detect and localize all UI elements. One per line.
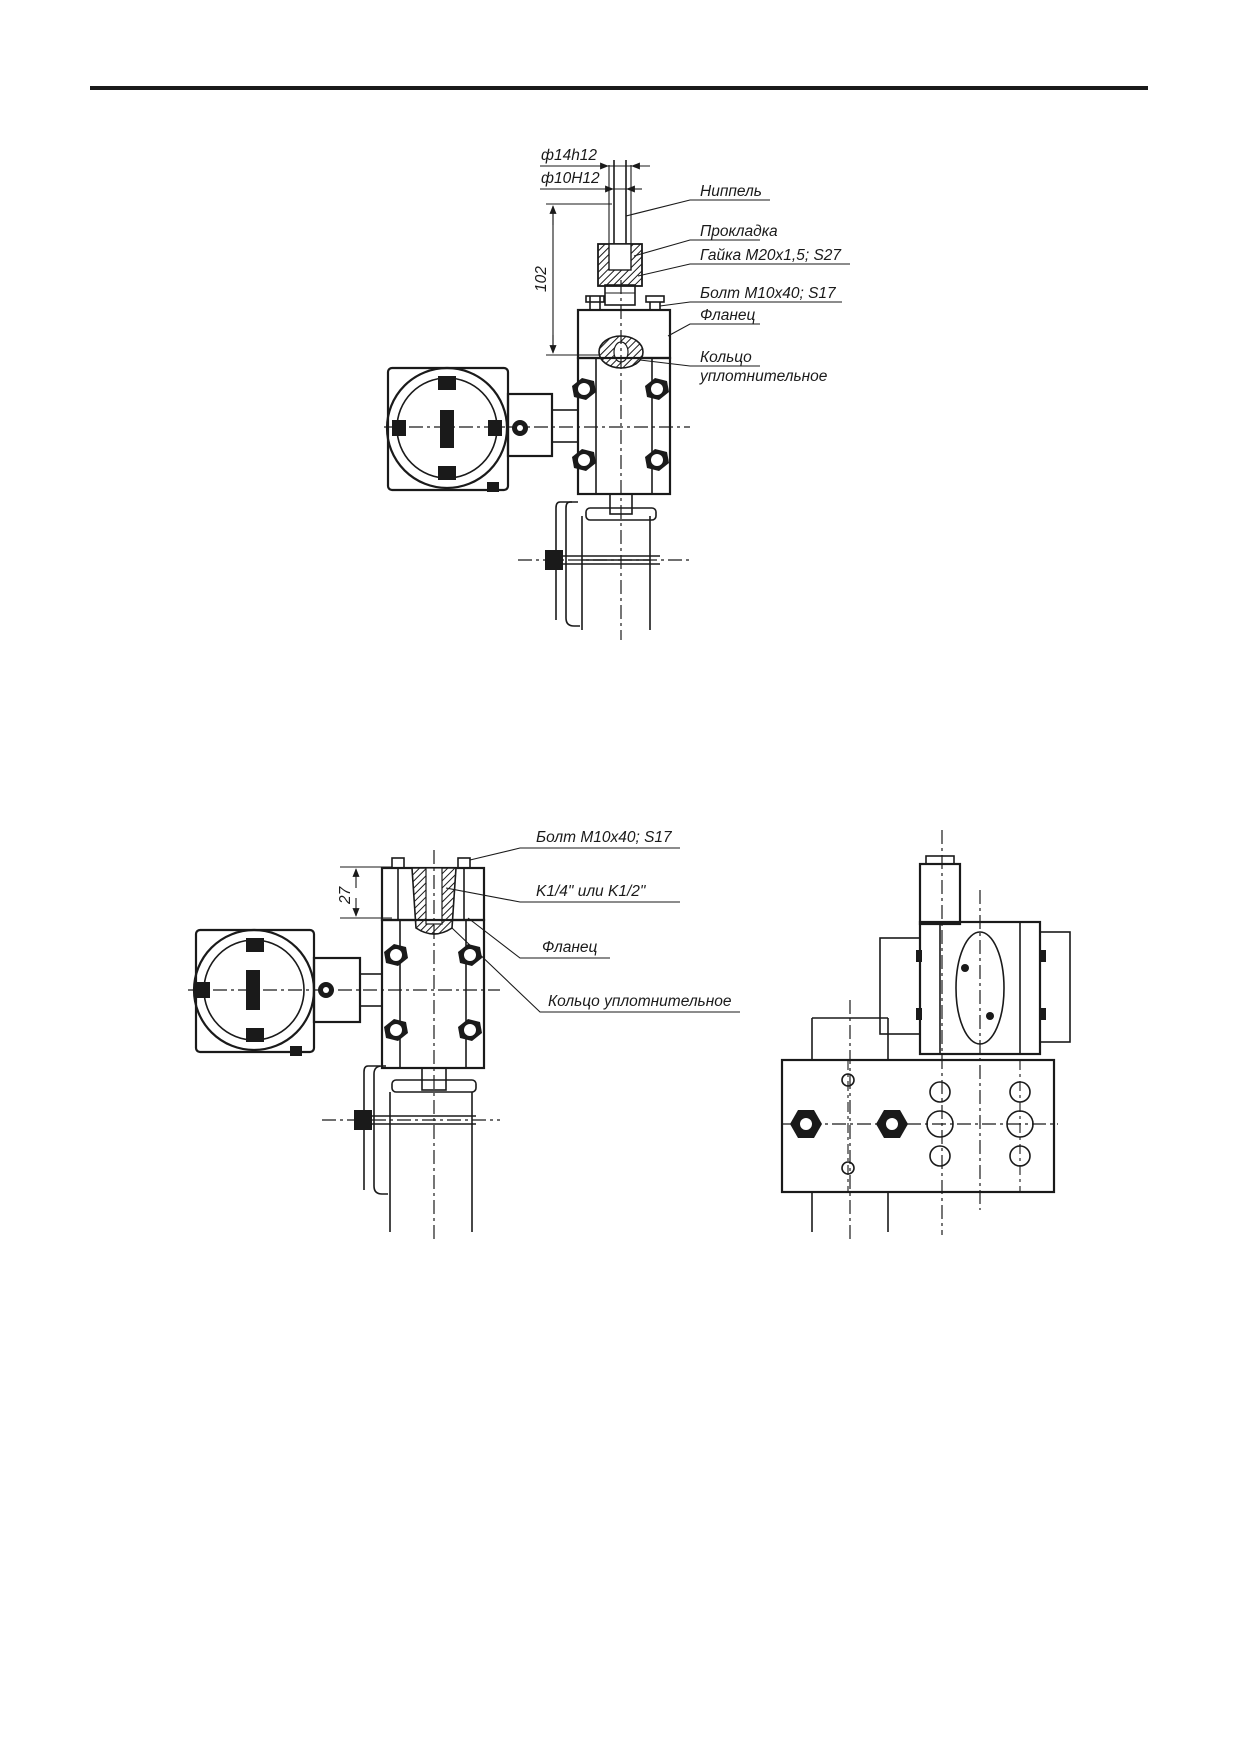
ring-label-bottom: Кольцо уплотнительное <box>548 993 732 1010</box>
outer-dia-label: ф14h12 <box>541 147 597 164</box>
transmitter-housing-2 <box>192 928 383 1056</box>
outer-dia-dimension: ф14h12 <box>540 147 650 170</box>
bolt-label-bottom: Болт М10х40; S17 <box>536 829 673 846</box>
ring-label-line2: уплотнительное <box>699 368 828 385</box>
nut <box>597 243 643 306</box>
nipple <box>608 160 632 248</box>
bottom-left-figure: 27 <box>188 829 740 1240</box>
inner-dia-dimension: ф10H12 <box>540 170 642 193</box>
bottom-leaders <box>445 847 740 1013</box>
height-label: 102 <box>533 266 550 292</box>
flange-label-top: Фланец <box>700 307 755 324</box>
inner-dia-label: ф10H12 <box>541 170 600 187</box>
mounting-bracket <box>518 493 690 630</box>
bottom-right-figure <box>780 830 1071 1240</box>
height-27-label: 27 <box>337 885 354 905</box>
transmitter-housing <box>385 366 579 492</box>
mounting-bracket-2 <box>322 1065 500 1232</box>
top-leaders <box>625 199 850 367</box>
gasket-label: Прокладка <box>700 223 778 240</box>
flange-label-bottom: Фланец <box>542 939 597 956</box>
flange-block <box>576 295 672 496</box>
ring-label-line1: Кольцо <box>700 349 752 366</box>
height-dimension-102: 102 <box>533 203 612 356</box>
bolt-label-top: Болт М10х40; S17 <box>700 285 837 302</box>
height-dimension-27: 27 <box>337 866 392 919</box>
bolt-heads-2 <box>384 944 482 1041</box>
bolt-heads <box>572 378 669 471</box>
nut-label: Гайка М20х1,5; S27 <box>700 247 842 264</box>
nipple-label: Ниппель <box>700 183 762 200</box>
thread-label: K1/4" или K1/2" <box>536 883 647 900</box>
top-figure: ф14h12 ф10H12 102 <box>384 147 850 640</box>
